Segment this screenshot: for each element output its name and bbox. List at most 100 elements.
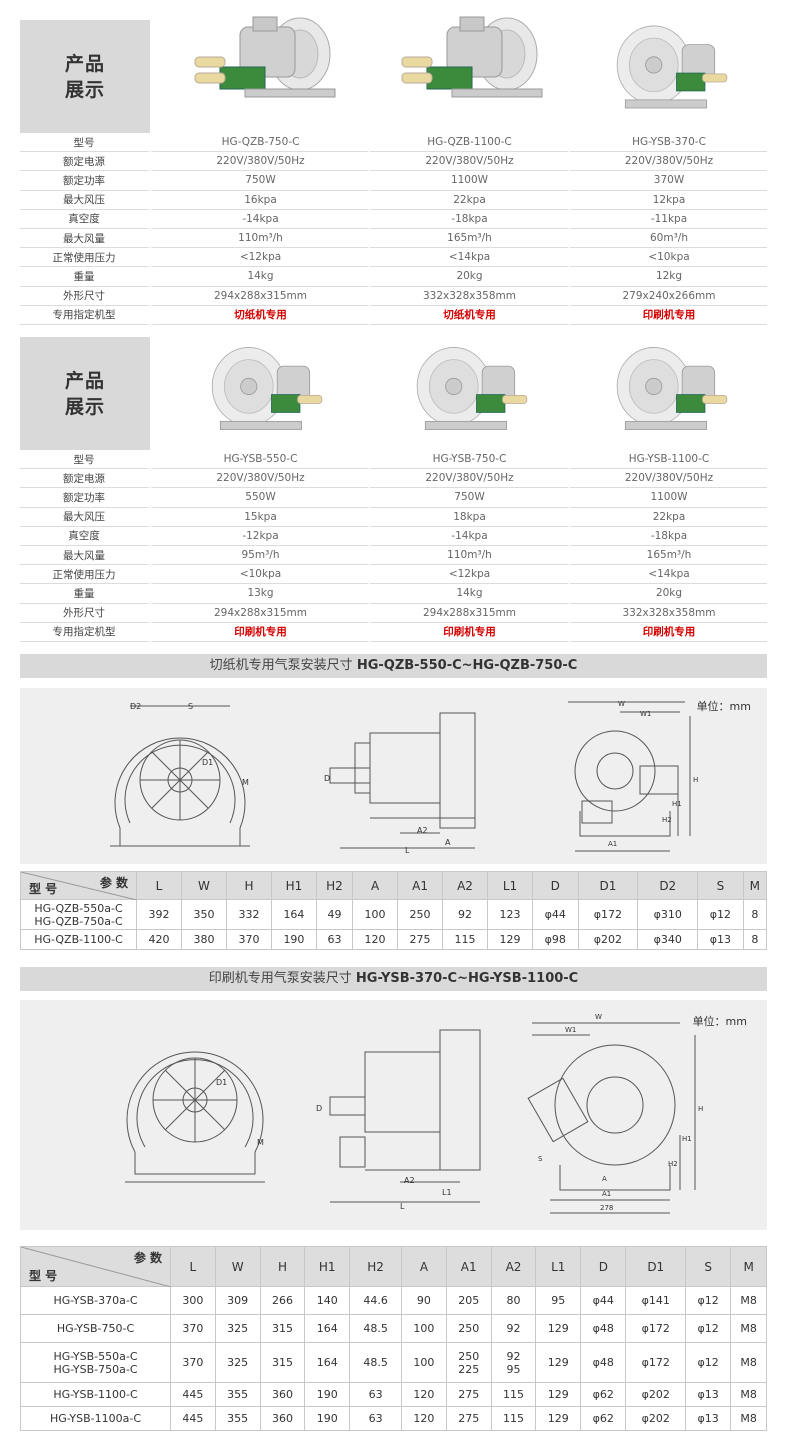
- dim-h: H: [698, 1105, 704, 1113]
- value-cell: φ12: [685, 1314, 732, 1343]
- value-cell: 420: [136, 929, 182, 950]
- spec-value: 印刷机专用: [368, 622, 568, 642]
- spec-label: 正常使用压力: [20, 248, 150, 268]
- showcase-title-line1: 产品: [64, 52, 105, 75]
- value-cell: 129: [535, 1314, 582, 1343]
- dim-a2: A2: [404, 1176, 415, 1185]
- model-name: HG-YSB-370a-C: [53, 1294, 138, 1307]
- dim-s: S: [188, 702, 194, 711]
- value-cell: 380: [180, 929, 227, 950]
- spec-value: 750W: [368, 488, 568, 508]
- spec-row: 真空度-12kpa-14kpa-18kpa: [20, 526, 767, 546]
- spec-value: 16kpa: [150, 190, 368, 210]
- column-header: M: [730, 1246, 767, 1287]
- spec-label: 外形尺寸: [20, 286, 150, 306]
- spec-value: HG-QZB-1100-C: [368, 133, 568, 153]
- spec-value: HG-YSB-750-C: [368, 450, 568, 470]
- dim-d2: D2: [130, 702, 142, 711]
- header-model: 型 号: [29, 882, 58, 896]
- side-view-drawing: [329, 712, 476, 849]
- spec-value: 切纸机专用: [150, 305, 368, 325]
- side-view-drawing: [329, 1029, 481, 1203]
- spec-value: 294x288x315mm: [150, 286, 368, 306]
- spec-label: 专用指定机型: [20, 305, 150, 325]
- dim-h1: H1: [682, 1135, 692, 1143]
- spec-value: <12kpa: [368, 565, 568, 585]
- table-corner-header: 参 数型 号: [20, 1246, 171, 1287]
- value-cell: φ12: [685, 1342, 732, 1383]
- dim-a1: A1: [602, 1190, 612, 1198]
- spec-value: 14kg: [368, 584, 568, 604]
- value-cell: 63: [315, 929, 354, 950]
- value-cell: 49: [315, 899, 354, 930]
- column-header: H2: [315, 871, 354, 900]
- spec-value: 110m³/h: [150, 228, 368, 249]
- value-cell: 8: [742, 899, 768, 930]
- spec-value: -12kpa: [150, 526, 368, 546]
- value-cell: 205: [445, 1286, 492, 1315]
- dim-h2: H2: [662, 816, 672, 824]
- value-cell: φ13: [685, 1382, 732, 1407]
- spec-value: 印刷机专用: [568, 622, 767, 642]
- value-cell: 164: [270, 899, 317, 930]
- value-cell: φ13: [697, 929, 744, 950]
- model-cell: HG-YSB-750-C: [20, 1314, 171, 1343]
- value-cell: 445: [170, 1382, 216, 1407]
- value-cell: 332: [225, 899, 272, 930]
- value-cell: 275: [397, 929, 444, 950]
- dim-l: L: [405, 846, 410, 855]
- spec-value: 12kpa: [568, 190, 767, 210]
- value-cell: 100: [352, 899, 399, 930]
- model-name: HG-YSB-750-C: [56, 1322, 135, 1335]
- column-header: H: [259, 1246, 306, 1287]
- section-title-bar: 印刷机专用气泵安装尺寸 HG-YSB-370-C~HG-YSB-1100-C: [20, 967, 767, 991]
- value-cell: 8: [742, 929, 768, 950]
- dim-d: D: [324, 774, 331, 783]
- spec-label: 型号: [20, 450, 150, 470]
- spec-value: 220V/380V/50Hz: [368, 469, 568, 489]
- spec-value: -18kpa: [568, 526, 767, 546]
- header-params: 参 数: [99, 876, 128, 890]
- model-cell: HG-QZB-1100-C: [20, 929, 137, 950]
- spec-label: 重量: [20, 267, 150, 287]
- dim-m: M: [242, 778, 249, 787]
- value-cell: 325: [214, 1342, 261, 1383]
- spec-value: 110m³/h: [368, 545, 568, 566]
- header-params: 参 数: [133, 1251, 162, 1265]
- column-header: D: [580, 1246, 627, 1287]
- dim-278: 278: [600, 1204, 614, 1212]
- section-title-cn: 印刷机专用气泵安装尺寸: [208, 971, 352, 986]
- spec-value: 印刷机专用: [150, 622, 368, 642]
- value-cell: 120: [401, 1406, 447, 1431]
- model-name: HG-YSB-1100-C: [53, 1388, 138, 1401]
- value-cell: 315: [259, 1314, 306, 1343]
- value-cell: 250: [397, 899, 444, 930]
- unit-label: 单位：mm: [696, 700, 751, 713]
- section-title-model: HG-QZB-550-C~HG-QZB-750-C: [356, 658, 578, 673]
- value-cell: 350: [180, 899, 227, 930]
- model-name: HG-YSB-550a-C: [53, 1349, 138, 1363]
- spec-value: 332x328x358mm: [568, 603, 767, 623]
- value-cell: 370: [170, 1342, 216, 1383]
- spec-label: 专用指定机型: [20, 622, 150, 642]
- model-cell: HG-YSB-370a-C: [20, 1286, 171, 1315]
- spec-value: 165m³/h: [368, 228, 568, 249]
- dim-a: A: [602, 1175, 607, 1183]
- column-header: W: [214, 1246, 261, 1287]
- spec-label: 最大风压: [20, 507, 150, 527]
- value-cell: 266: [259, 1286, 306, 1315]
- value-cell: φ141: [625, 1286, 687, 1315]
- value-cell: φ172: [625, 1314, 687, 1343]
- value-cell: 129: [535, 1382, 582, 1407]
- dim-h2: H2: [668, 1160, 678, 1168]
- spec-value: 13kg: [150, 584, 368, 604]
- spec-label: 额定电源: [20, 469, 150, 489]
